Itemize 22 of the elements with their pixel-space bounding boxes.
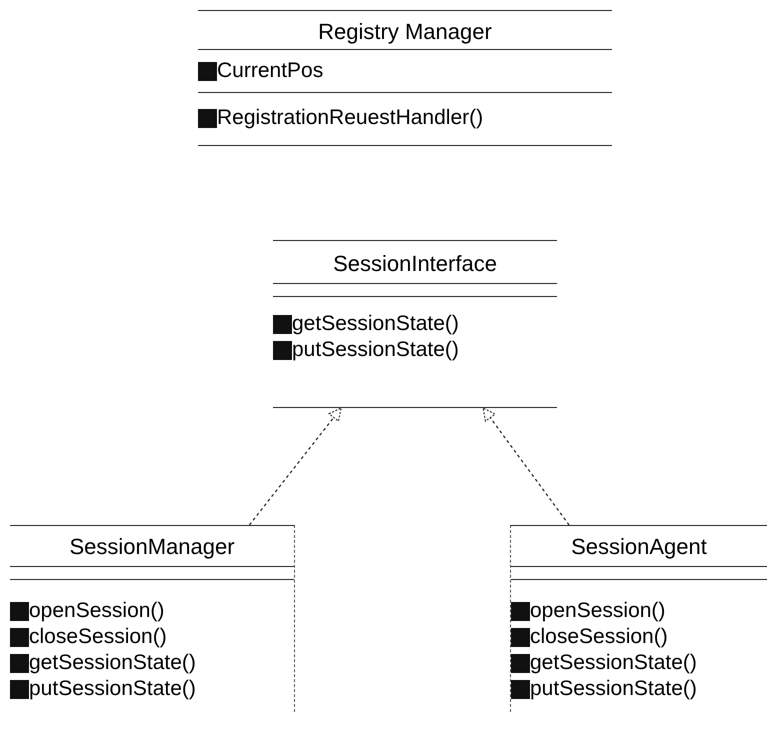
member-text: getSessionState() [530, 650, 697, 676]
class-name: Registry Manager [317, 19, 493, 45]
class-name: SessionInterface [332, 251, 498, 277]
realization-arrow [482, 408, 570, 526]
member-text: putSessionState() [29, 676, 196, 702]
member-text: openSession() [530, 598, 666, 624]
realization-arrow [248, 408, 342, 526]
class-box [273, 240, 557, 408]
class-name: SessionAgent [570, 534, 708, 560]
member-text: putSessionState() [530, 676, 697, 702]
member-text: CurrentPos [217, 58, 324, 84]
member-text: getSessionState() [292, 311, 459, 337]
member-text: openSession() [29, 598, 164, 624]
member-text: closeSession() [29, 624, 167, 650]
member-text: getSessionState() [29, 650, 196, 676]
class-box [510, 525, 767, 712]
class-box [10, 525, 295, 712]
class-name: SessionManager [68, 534, 236, 560]
class-box [198, 10, 612, 146]
member-text: closeSession() [530, 624, 668, 650]
member-text: RegistrationReuestHandler() [217, 105, 484, 131]
member-text: putSessionState() [292, 337, 459, 363]
